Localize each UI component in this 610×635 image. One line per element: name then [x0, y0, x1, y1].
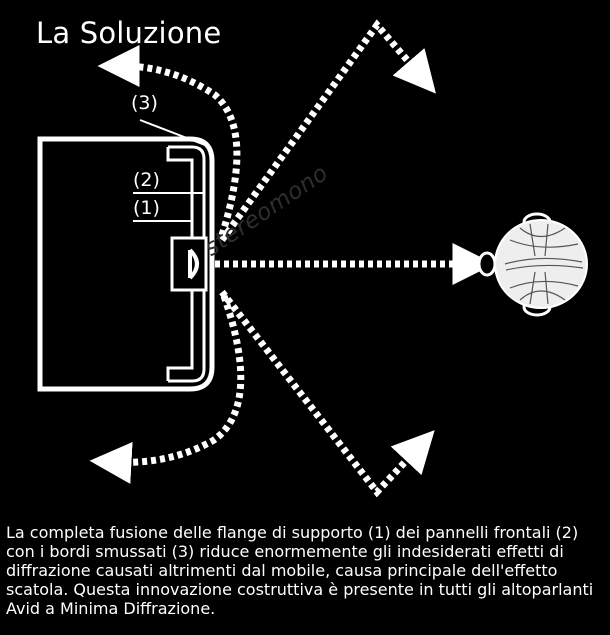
label-support-flange: (1) — [133, 197, 160, 219]
label-front-panel: (2) — [133, 169, 160, 191]
diagram-title: La Soluzione — [36, 16, 222, 50]
front-panel-rounded-edge — [162, 136, 215, 392]
head-outline — [494, 219, 588, 309]
front-panel-inner — [168, 145, 206, 238]
sound-waves — [89, 19, 495, 498]
tweeter-dome — [188, 248, 199, 280]
cabinet-outline — [37, 136, 162, 392]
support-flange-top — [166, 147, 194, 238]
diffraction-diagram — [37, 19, 588, 498]
front-panel-inner-lower — [168, 290, 206, 383]
wave-arrow-bottom-diagonal — [219, 289, 435, 498]
support-flange-bottom — [166, 290, 194, 381]
speaker-cabinet — [37, 136, 215, 392]
caption-text: La completa fusione delle flange di supp… — [6, 523, 594, 618]
wave-arrow-bottom-curve — [89, 294, 245, 484]
leader-3 — [139, 119, 206, 146]
label-rounded-edge: (3) — [131, 92, 158, 114]
wave-arrow-top-curve — [97, 45, 241, 237]
listener-head — [477, 212, 588, 317]
wave-arrow-top-diagonal — [219, 19, 436, 243]
ear-left — [477, 251, 497, 277]
tweeter-driver — [170, 236, 208, 292]
label-leaders — [133, 119, 206, 222]
